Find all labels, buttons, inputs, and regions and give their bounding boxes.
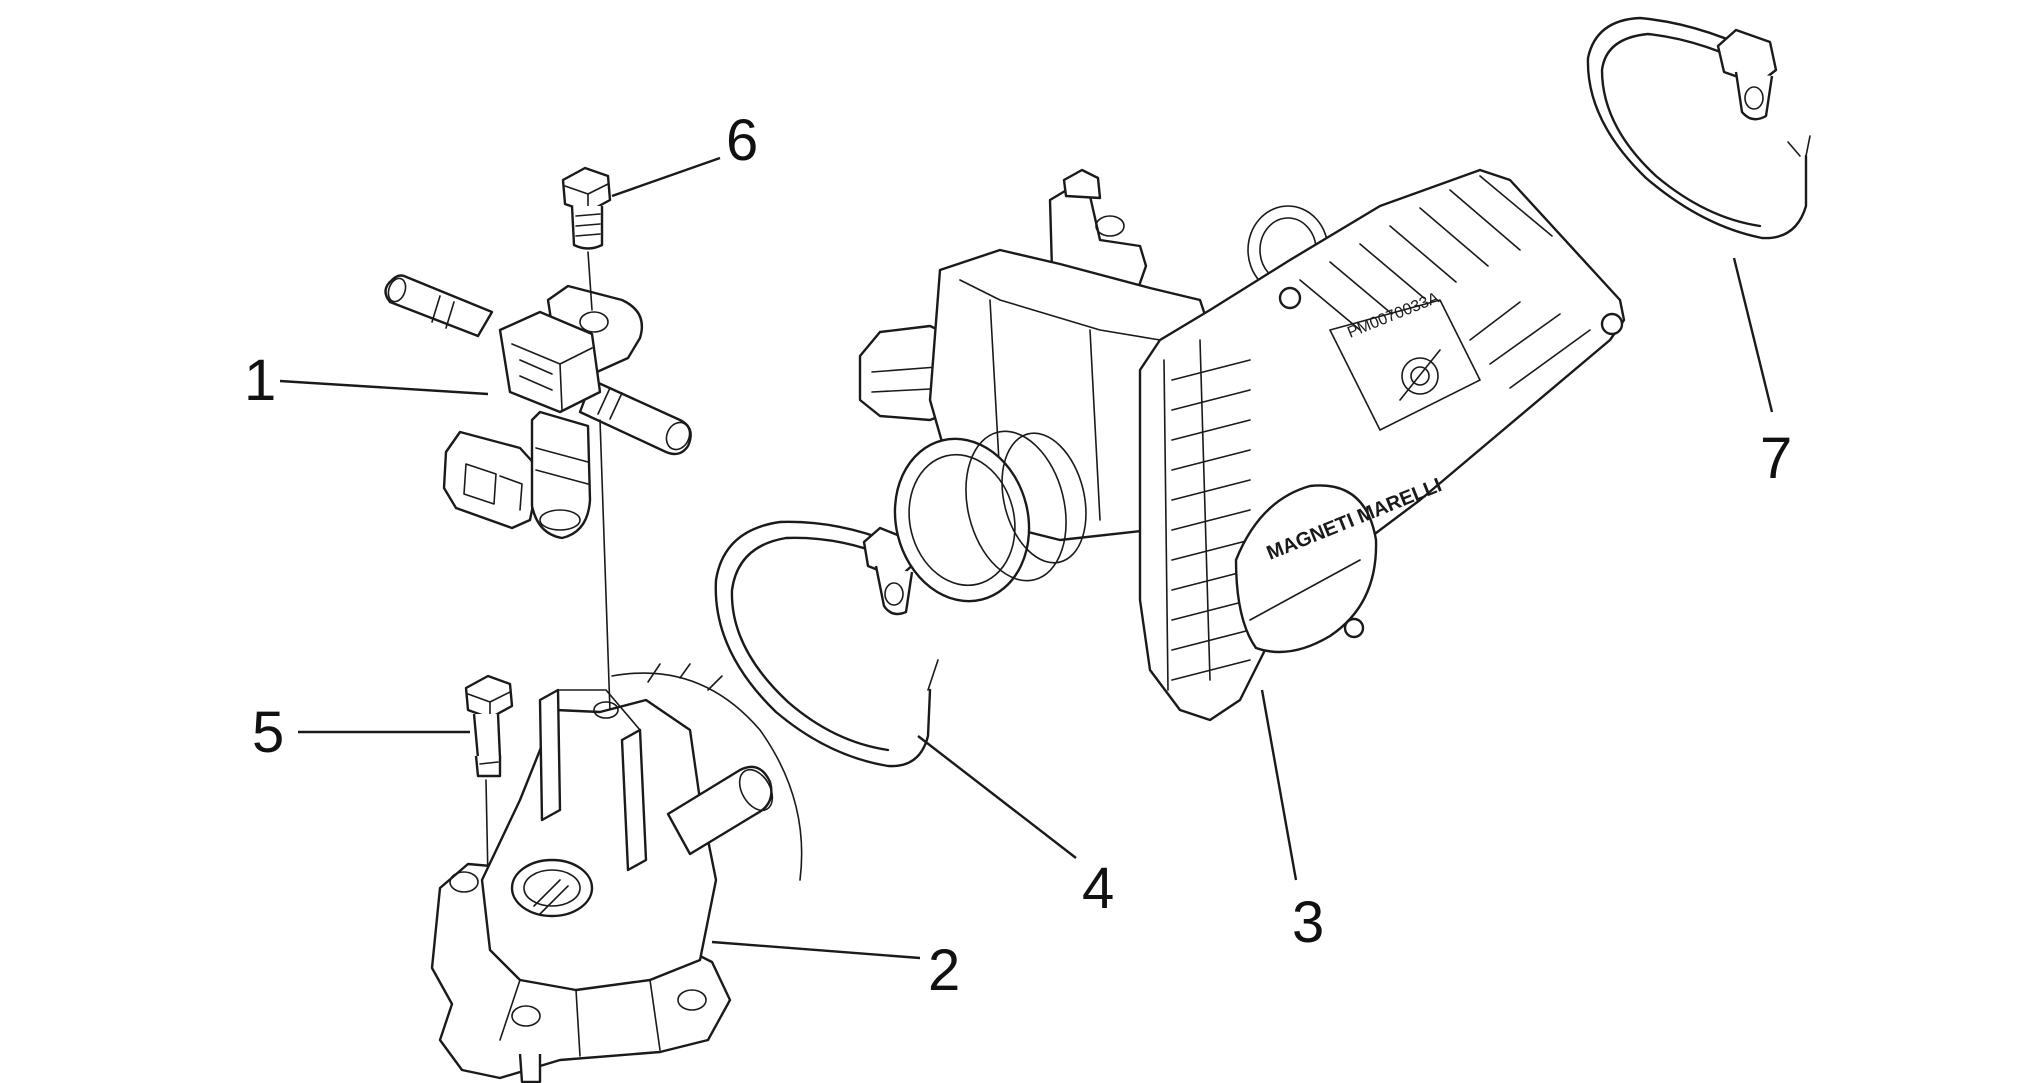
leader-4 [917,735,1077,859]
callout-7: 7 [1760,426,1792,491]
part-3-throttle-body: MAGNETI MARELLI PM0070033A [858,168,1626,722]
part-2-intake-manifold [430,663,803,1083]
leader-6 [611,156,721,198]
callout-3: 3 [1292,890,1324,955]
callout-2: 2 [928,938,960,1003]
callout-1: 1 [244,348,276,413]
callout-4: 4 [1082,856,1114,921]
leader-7 [1732,257,1774,413]
part-6-bolt [561,166,612,250]
leader-3 [1260,689,1298,881]
part-5-bolt [464,674,514,778]
callout-5: 5 [252,700,284,765]
leader-lines [279,156,1774,960]
leader-1 [279,379,489,396]
part-1-injector [384,274,692,540]
callout-6: 6 [726,108,758,173]
part-7-hose-clamp [1586,16,1811,240]
leader-2 [711,940,921,960]
part-4-hose-clamp [714,520,939,768]
callout-labels: 1 2 3 4 5 6 7 [244,108,1792,1003]
